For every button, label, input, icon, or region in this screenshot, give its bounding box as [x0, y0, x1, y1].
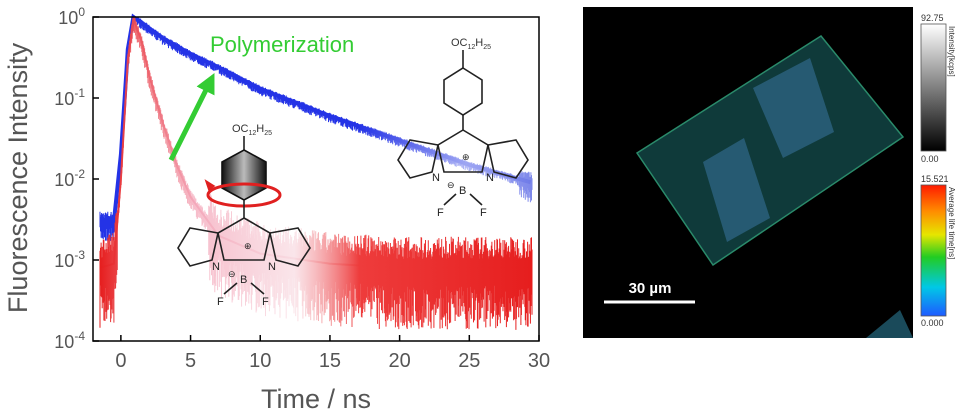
- lifetime-title: Average life time[ns]: [947, 187, 956, 259]
- intensity-colorbar: 92.75 0.00 Intensity[kcps]: [920, 13, 956, 164]
- charge-minus: ⊖: [228, 269, 236, 279]
- atom-f-left: F: [217, 296, 224, 308]
- y-axis-label: Fluorescence Intensity: [3, 42, 33, 313]
- lifetime-colorbar: 15.521 0.000 Average life time[ns]: [920, 174, 956, 328]
- charge-plus: ⊕: [244, 241, 252, 251]
- lifetime-min-label: 0.000: [921, 318, 944, 328]
- atom-n-left: N: [432, 172, 440, 184]
- x-tick-label: 15: [319, 350, 341, 372]
- charge-plus: ⊕: [462, 152, 470, 162]
- intensity-title: Intensity[kcps]: [947, 26, 956, 77]
- x-tick-label: 30: [528, 350, 550, 372]
- lifetime-colorbar-gradient: [920, 184, 947, 317]
- atom-n-right: N: [268, 261, 276, 273]
- intensity-max-label: 92.75: [921, 13, 944, 23]
- substituent-label: OC12H25: [232, 123, 272, 137]
- atom-f-left: F: [437, 207, 444, 219]
- series-layer: [99, 13, 533, 330]
- decay-chart: 0 5 10 15 20 25 30 10-4 10-3 10-2 10-1 100 Time / n…: [3, 5, 550, 414]
- x-tick-label: 5: [185, 350, 196, 372]
- y-tick-label: 10-1: [54, 86, 85, 109]
- film-bright-patch: [703, 138, 770, 242]
- x-tick-label: 10: [249, 350, 271, 372]
- atom-b: B: [240, 274, 247, 286]
- polymerization-label: Polymerization: [210, 32, 354, 57]
- charge-minus: ⊖: [447, 180, 455, 190]
- series-line-blue: [100, 13, 532, 224]
- lifetime-max-label: 15.521: [921, 174, 949, 184]
- series-noise-red: [99, 17, 533, 330]
- atom-n-left: N: [212, 261, 220, 273]
- intensity-min-label: 0.00: [921, 154, 939, 164]
- rotating-phenyl-ring: [221, 149, 267, 201]
- x-axis-label: Time / ns: [261, 384, 371, 414]
- atom-f-right: F: [480, 207, 487, 219]
- y-tick-label: 10-4: [54, 329, 85, 352]
- y-tick-label: 100: [58, 5, 85, 28]
- atom-b: B: [459, 185, 466, 197]
- x-tick-label: 25: [458, 350, 480, 372]
- y-tick-label: 10-2: [54, 167, 85, 190]
- film-bright-patch: [753, 58, 834, 158]
- film-fragment: [866, 310, 913, 338]
- bodipy-molecule-monomer: OC12H25 N N B ⊖ ⊕ F F: [177, 123, 311, 308]
- polymerization-arrow: [168, 73, 215, 162]
- film-region: [635, 35, 905, 267]
- scale-bar-label: 30 µm: [629, 280, 672, 297]
- substituent-label: OC12H25: [451, 37, 491, 51]
- flim-micrograph: 30 µm: [583, 7, 913, 338]
- series-line-red: [99, 18, 531, 269]
- x-tick-label: 0: [115, 350, 126, 372]
- intensity-colorbar-gradient: [920, 23, 947, 152]
- y-tick-label: 10-3: [54, 248, 85, 271]
- bodipy-molecule-polymer: OC12H25 N N B ⊖ ⊕ F F: [397, 37, 529, 219]
- atom-f-right: F: [262, 296, 269, 308]
- tick-layer: 0 5 10 15 20 25 30 10-4 10-3 10-2 10-1 100: [54, 5, 550, 372]
- atom-n-right: N: [486, 172, 494, 184]
- x-tick-label: 20: [389, 350, 411, 372]
